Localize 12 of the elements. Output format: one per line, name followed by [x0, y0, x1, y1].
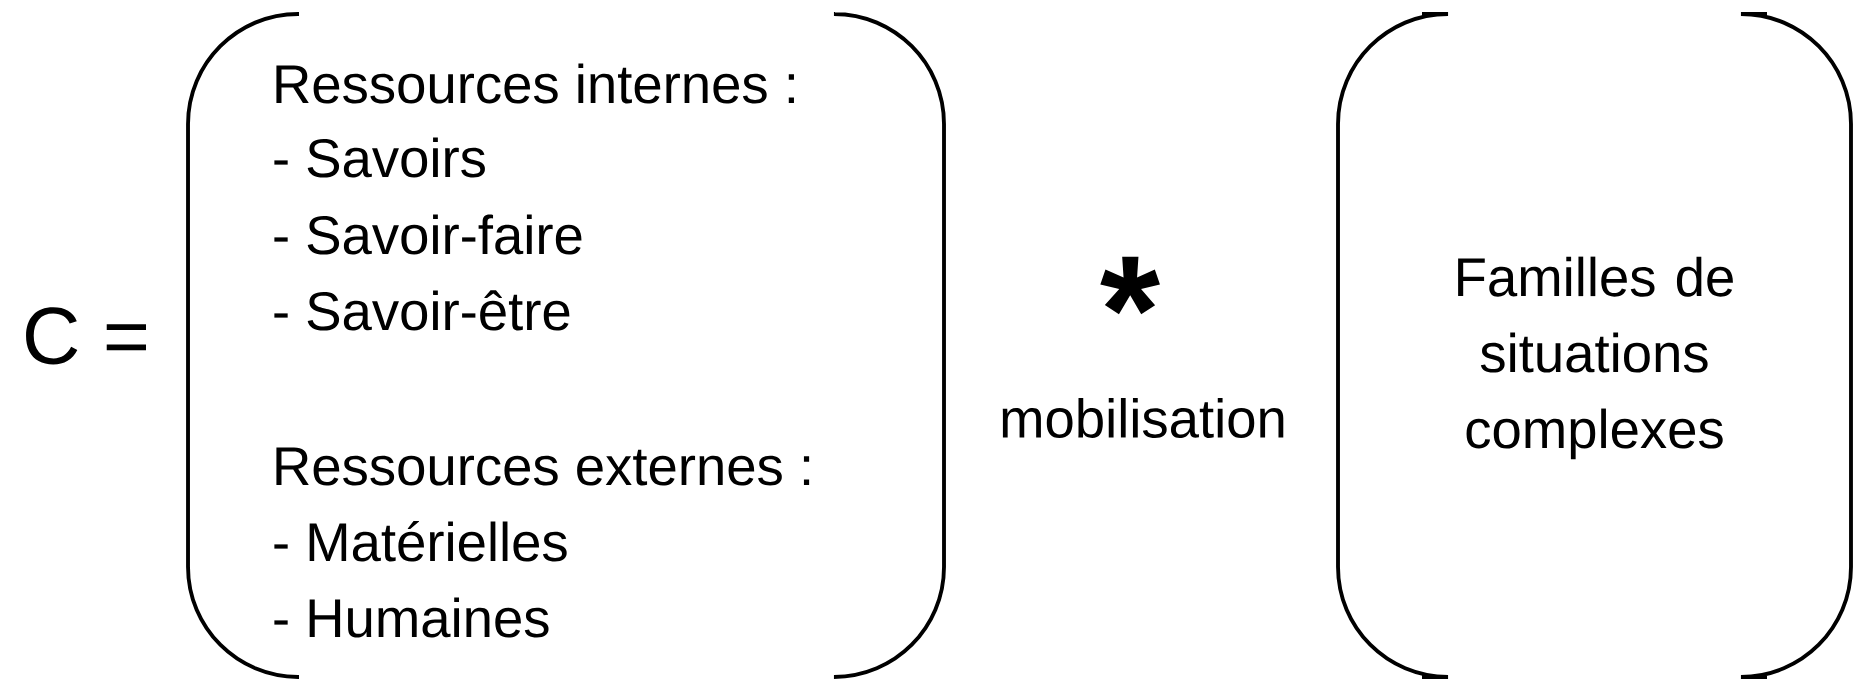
- bracket-box: [186, 12, 946, 679]
- list-item: - Savoirs: [274, 137, 485, 178]
- list-item: - Matérielles: [274, 520, 567, 562]
- list-heading: Ressources internes :: [276, 63, 794, 104]
- list-item: - Savoir-faire: [274, 214, 582, 255]
- list-item: - Savoir-être: [274, 290, 570, 331]
- box-text: Familles de situations complexes: [1458, 256, 1733, 460]
- list-heading: Ressources externes :: [276, 447, 810, 486]
- list-item: - Humaines: [274, 597, 549, 638]
- operator-label: mobilisation: [1002, 398, 1284, 439]
- bracket-box: [1336, 12, 1853, 679]
- asterisk-symbol: *: [1100, 256, 1160, 315]
